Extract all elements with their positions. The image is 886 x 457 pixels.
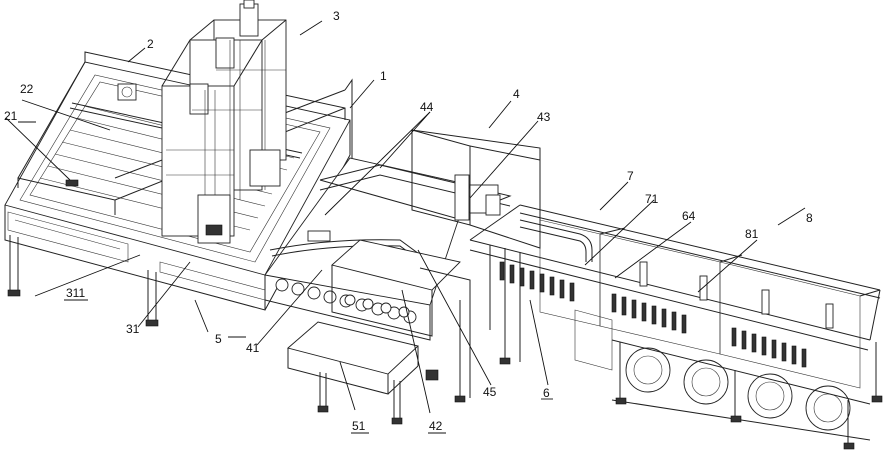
label-43: 43 xyxy=(537,110,551,124)
label-4: 4 xyxy=(513,87,520,101)
label-3: 3 xyxy=(333,9,340,23)
label-21: 21 xyxy=(4,109,18,123)
label-311: 311 xyxy=(66,286,85,300)
label-22: 22 xyxy=(20,82,34,96)
label-51: 51 xyxy=(352,419,366,433)
label-8: 8 xyxy=(806,211,813,225)
label-81: 81 xyxy=(745,227,759,241)
label-45: 45 xyxy=(483,385,497,399)
control-box xyxy=(288,322,418,424)
label-7: 7 xyxy=(627,169,634,183)
label-42: 42 xyxy=(429,419,443,433)
label-64: 64 xyxy=(682,209,696,223)
label-1: 1 xyxy=(380,69,387,83)
label-41: 41 xyxy=(246,341,260,355)
right-line xyxy=(470,205,882,449)
label-71: 71 xyxy=(645,192,659,206)
label-31: 31 xyxy=(126,322,140,336)
label-5: 5 xyxy=(215,332,222,346)
label-6: 6 xyxy=(543,386,550,400)
label-2: 2 xyxy=(147,37,154,51)
label-44: 44 xyxy=(420,100,434,114)
